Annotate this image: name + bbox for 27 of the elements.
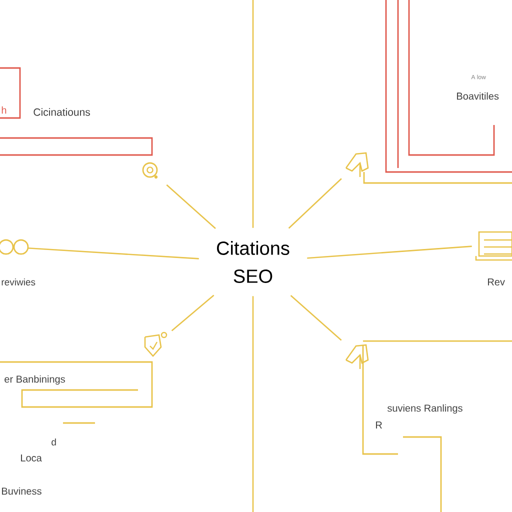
- text-label: R: [376, 422, 382, 428]
- pin-icon: [142, 162, 158, 179]
- connector-line: [252, 296, 254, 512]
- hand-icon: [345, 152, 369, 177]
- text-label: Loca: [21, 454, 42, 462]
- text-label: reviwies: [2, 278, 36, 286]
- connector-line: [171, 294, 214, 332]
- text-label: suviens Ranlings: [387, 404, 462, 414]
- text-label: er Banbinings: [4, 375, 65, 385]
- text-label: d: [52, 438, 56, 446]
- hand-icon: [345, 344, 369, 369]
- connector-line: [166, 184, 216, 229]
- node-text: SEO: [234, 270, 272, 283]
- rings-icon: [0, 239, 29, 255]
- document-icon: [475, 231, 512, 261]
- node-text: Citations: [217, 241, 290, 255]
- text-label: Buviness: [2, 487, 42, 495]
- connector-line: [252, 0, 254, 228]
- text-label: Boavitiles: [457, 92, 499, 100]
- text-label: Rev: [488, 278, 505, 286]
- connector-line: [290, 294, 342, 341]
- shield-icon: [144, 332, 168, 357]
- connector-line: [307, 246, 472, 259]
- text-label: Cicinatiouns: [34, 108, 90, 116]
- connector-line: [288, 178, 342, 229]
- connector-line: [28, 247, 199, 260]
- text-label: h: [2, 106, 6, 114]
